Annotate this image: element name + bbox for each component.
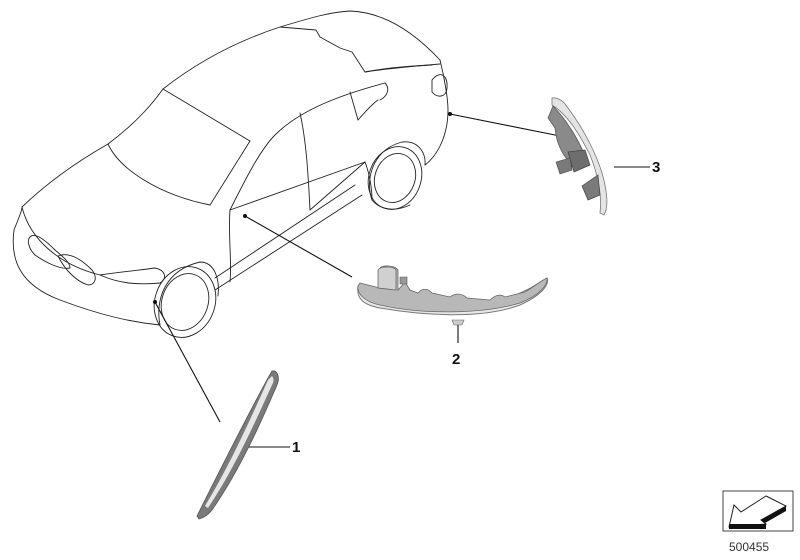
callout-3-label: 3: [652, 159, 661, 176]
navigation-arrow-icon[interactable]: [722, 490, 794, 532]
vehicle-outline: [12, 10, 449, 338]
part-1-side-marker-strip[interactable]: [196, 370, 279, 520]
part-3-rear-side-marker[interactable]: [547, 97, 608, 216]
part-2-mirror-turn-signal[interactable]: [357, 265, 549, 326]
diagram-reference-number: 500455: [729, 540, 770, 554]
callout-2-label: 2: [452, 351, 461, 368]
callout-1-label: 1: [292, 439, 301, 456]
leader-lines: [153, 112, 650, 448]
